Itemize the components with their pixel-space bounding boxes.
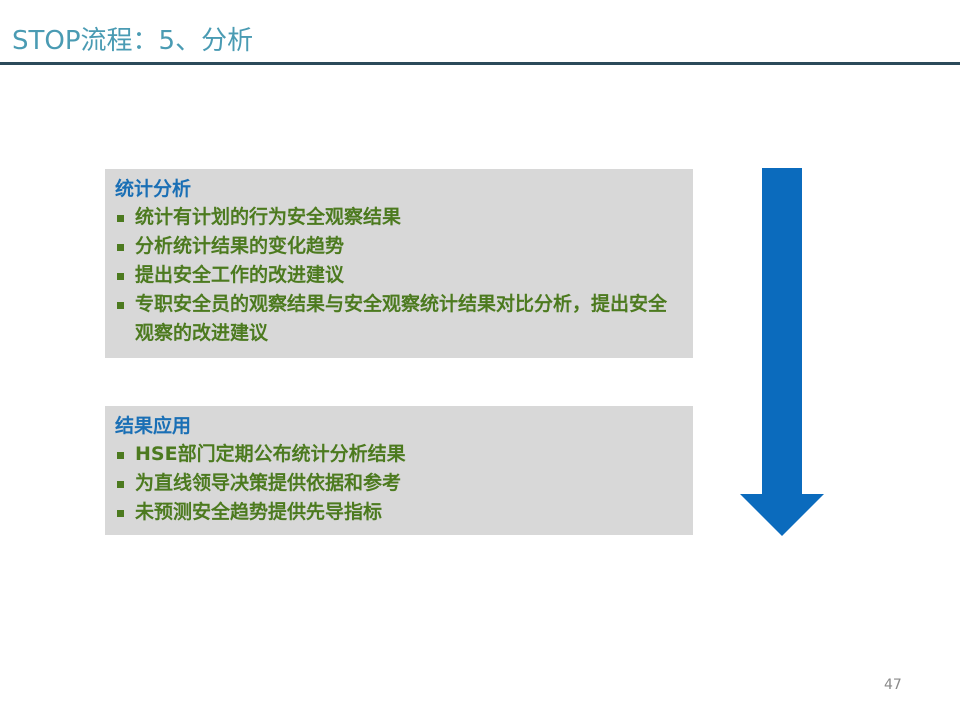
title-divider	[0, 62, 960, 65]
list-item: 统计有计划的行为安全观察结果	[115, 203, 681, 232]
page-number: 47	[884, 677, 902, 693]
section-panel-result-application: 结果应用 HSE部门定期公布统计分析结果 为直线领导决策提供依据和参考 未预测安…	[105, 406, 693, 535]
square-bullet-icon	[117, 244, 124, 251]
list-item-text: 为直线领导决策提供依据和参考	[135, 472, 402, 494]
list-item: 提出安全工作的改进建议	[115, 261, 681, 290]
list-item-text: 提出安全工作的改进建议	[135, 264, 345, 286]
list-item-text: 专职安全员的观察结果与安全观察统计结果对比分析，提出安全观察的改进建议	[135, 293, 668, 344]
square-bullet-icon	[117, 481, 124, 488]
list-item: 为直线领导决策提供依据和参考	[115, 469, 681, 498]
down-arrow-icon	[740, 168, 824, 536]
list-item: HSE部门定期公布统计分析结果	[115, 440, 681, 469]
list-item-text: HSE部门定期公布统计分析结果	[135, 443, 406, 465]
bullet-list: HSE部门定期公布统计分析结果 为直线领导决策提供依据和参考 未预测安全趋势提供…	[115, 440, 681, 527]
square-bullet-icon	[117, 510, 124, 517]
section-heading: 统计分析	[115, 178, 192, 200]
square-bullet-icon	[117, 273, 124, 280]
slide-title: STOP流程：5、分析	[12, 26, 254, 56]
list-item: 未预测安全趋势提供先导指标	[115, 498, 681, 527]
list-item: 专职安全员的观察结果与安全观察统计结果对比分析，提出安全观察的改进建议	[115, 290, 681, 348]
bullet-list: 统计有计划的行为安全观察结果 分析统计结果的变化趋势 提出安全工作的改进建议 专…	[115, 203, 681, 348]
list-item-text: 统计有计划的行为安全观察结果	[135, 206, 402, 228]
list-item-text: 未预测安全趋势提供先导指标	[135, 501, 383, 523]
square-bullet-icon	[117, 302, 124, 309]
section-heading: 结果应用	[115, 415, 192, 437]
square-bullet-icon	[117, 452, 124, 459]
list-item-text: 分析统计结果的变化趋势	[135, 235, 345, 257]
square-bullet-icon	[117, 215, 124, 222]
section-panel-statistical-analysis: 统计分析 统计有计划的行为安全观察结果 分析统计结果的变化趋势 提出安全工作的改…	[105, 169, 693, 358]
list-item: 分析统计结果的变化趋势	[115, 232, 681, 261]
